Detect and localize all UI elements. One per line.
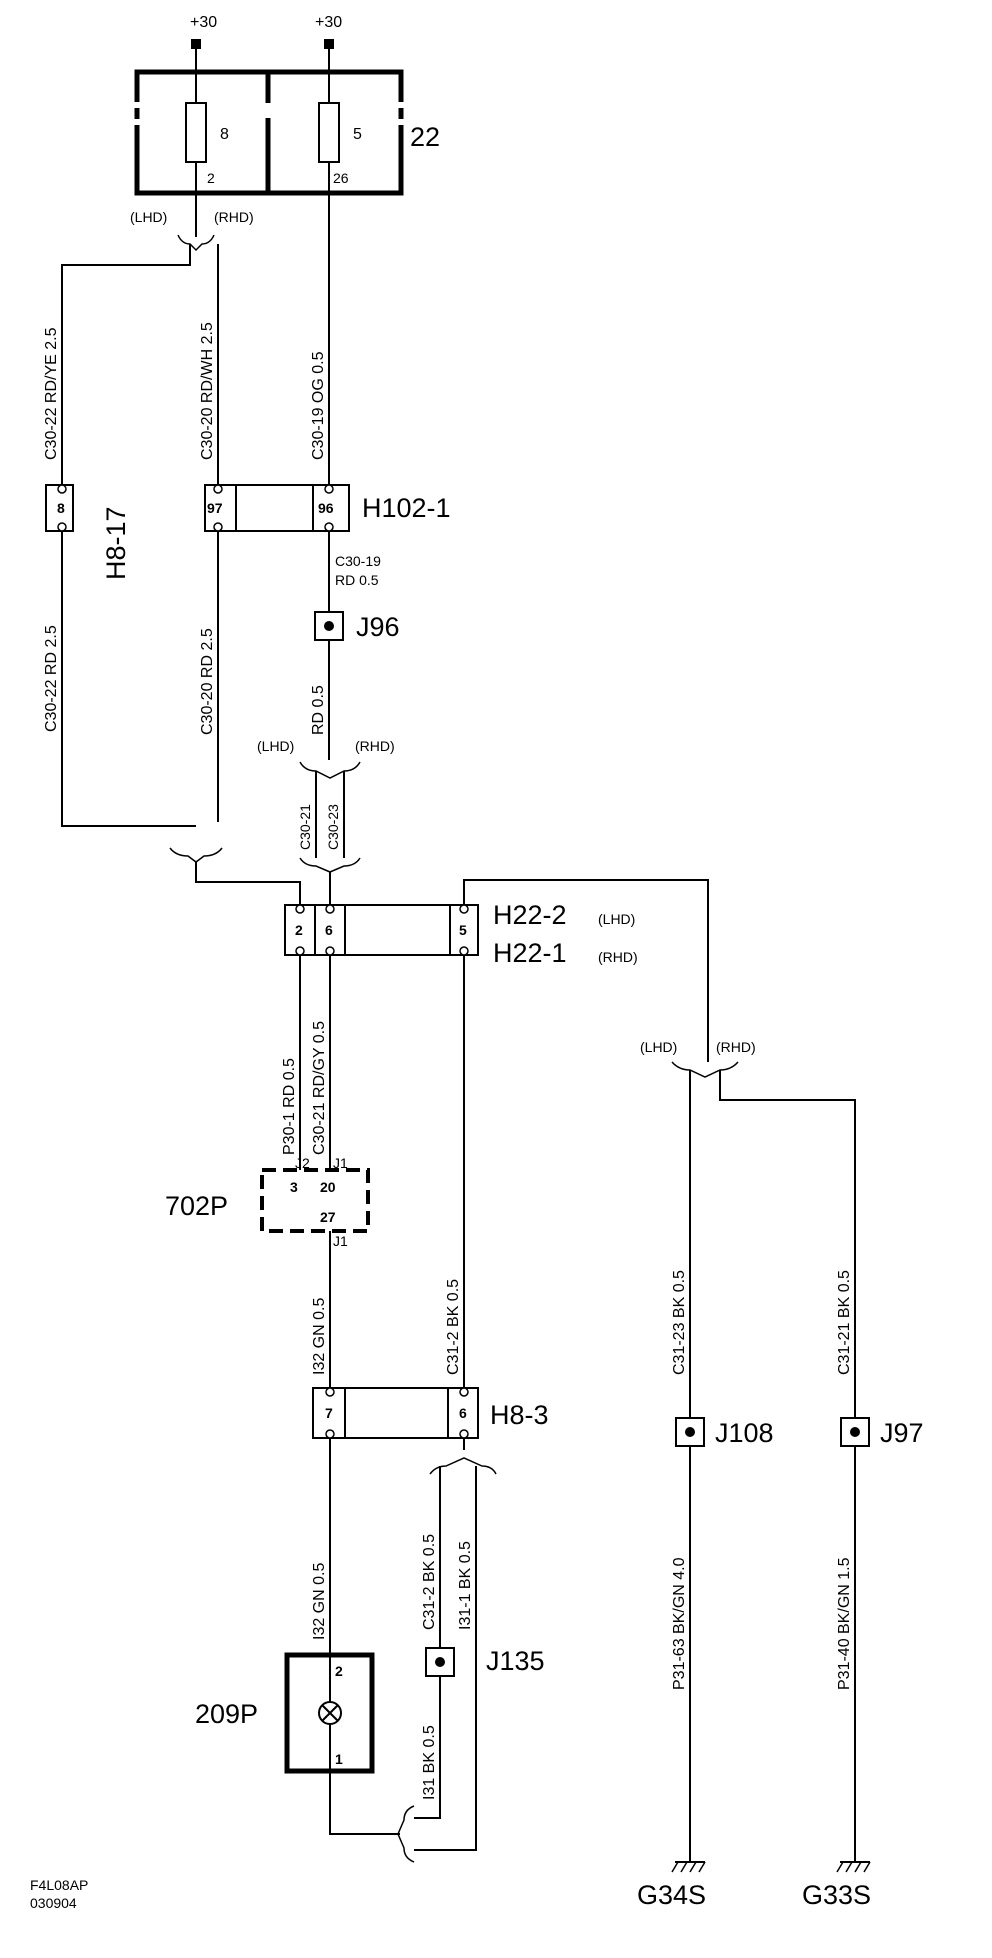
component-702p-id: 702P: [165, 1191, 228, 1221]
component-702p-j1-bottom: J1: [333, 1233, 348, 1249]
wire-i32-top: I32 GN 0.5: [311, 1298, 328, 1375]
variant-rhd-label-top: (RHD): [214, 209, 254, 225]
connector-h8-17-id: H8-17: [101, 506, 131, 580]
junction-brace-j135: [429, 1457, 497, 1475]
wire-c30-20-top: C30-20 RD/WH 2.5: [199, 322, 216, 460]
wire-c31-2-top: C31-2 BK 0.5: [445, 1279, 462, 1375]
wire-c30-22-top: C30-22 RD/YE 2.5: [43, 327, 60, 460]
splice-j97-label: J97: [880, 1418, 924, 1448]
connector-h22-2-tag: (LHD): [598, 911, 635, 927]
power-terminal-right: [324, 39, 334, 49]
wire-rd-05: RD 0.5: [310, 685, 327, 735]
fuse-left-pin: 2: [207, 170, 215, 186]
component-702p-pin-3: 3: [290, 1179, 298, 1195]
variant-rhd-label-right: (RHD): [716, 1039, 756, 1055]
wire-p31-63: P31-63 BK/GN 4.0: [671, 1557, 688, 1690]
connector-h22-1-tag: (RHD): [598, 949, 638, 965]
connector-h22-pin-6: 6: [325, 922, 333, 938]
wire-c30-20-bot: C30-20 RD 2.5: [199, 628, 216, 735]
connector-h22: [284, 904, 479, 956]
variant-brace-top: [177, 234, 215, 252]
wire-c31-2-bot: C31-2 BK 0.5: [421, 1534, 438, 1630]
splice-j108-label: J108: [715, 1418, 774, 1448]
footer-date: 030904: [30, 1895, 77, 1911]
wire-i31-1: I31-1 BK 0.5: [457, 1541, 474, 1630]
fusebox-id: 22: [410, 122, 440, 152]
power-label-right: +30: [315, 14, 342, 31]
power-terminal-left: [191, 39, 201, 49]
component-702p-pin-27: 27: [320, 1209, 336, 1225]
wire-c30-19-mid-a: C30-19: [335, 553, 381, 569]
wire-c30-19-top: C30-19 OG 0.5: [310, 351, 327, 460]
ground-g34s-label: G34S: [637, 1880, 706, 1910]
component-209p-pin-2: 2: [335, 1663, 343, 1679]
wire-c31-23: C31-23 BK 0.5: [671, 1270, 688, 1375]
splice-j96-label: J96: [356, 612, 400, 642]
connector-h102-1-pin-97: 97: [207, 500, 223, 516]
wire-i31: I31 BK 0.5: [421, 1725, 438, 1800]
footer-code: F4L08AP: [30, 1877, 88, 1893]
connector-h102-1-pin-96: 96: [318, 500, 334, 516]
wire-c30-23-mid: C30-23: [325, 804, 341, 850]
wire-c31-21: C31-21 BK 0.5: [836, 1270, 853, 1375]
fuse-5-symbol: [318, 102, 340, 163]
fuse-8-symbol: [185, 102, 207, 163]
wire-c30-19-mid-b: RD 0.5: [335, 572, 379, 588]
variant-lhd-label-mid: (LHD): [257, 738, 294, 754]
connector-h22-1-id: H22-1: [493, 938, 567, 968]
connector-h22-pin-2: 2: [295, 922, 303, 938]
variant-lhd-label-top: (LHD): [130, 209, 167, 225]
component-702p-j1: J1: [333, 1155, 348, 1171]
connector-h8-3-pin-7: 7: [325, 1405, 333, 1421]
wire-p30-1: P30-1 RD 0.5: [281, 1058, 298, 1155]
fuse-right-pin: 26: [333, 170, 349, 186]
connector-h102-1-id: H102-1: [362, 493, 451, 523]
wire-p31-40: P31-40 BK/GN 1.5: [836, 1557, 853, 1690]
fuse-left-number: 8: [220, 126, 229, 143]
variant-brace-right: [671, 1061, 739, 1078]
component-209p-id: 209P: [195, 1699, 258, 1729]
ground-g33s-label: G33S: [802, 1880, 871, 1910]
variant-brace-mid: [299, 761, 361, 779]
connector-h8-3: [312, 1387, 479, 1439]
ground-icon-g34s: [671, 1861, 706, 1873]
connector-h22-pin-5: 5: [459, 922, 467, 938]
fuse-box-22: [134, 69, 404, 196]
fuse-right-number: 5: [353, 126, 362, 143]
power-label-left: +30: [190, 14, 217, 31]
wire-c30-21-rdgy: C30-21 RD/GY 0.5: [311, 1021, 328, 1155]
variant-lhd-label-right: (LHD): [640, 1039, 677, 1055]
variant-rhd-label-mid: (RHD): [355, 738, 395, 754]
junction-brace-bottom: [397, 1805, 415, 1863]
component-209p-pin-1: 1: [335, 1751, 343, 1767]
connector-h8-3-id: H8-3: [490, 1400, 549, 1430]
ground-icon-g33s: [836, 1861, 871, 1873]
wire-c30-22-bot: C30-22 RD 2.5: [43, 625, 60, 732]
component-702p-pin-20: 20: [320, 1179, 336, 1195]
junction-brace-left: [169, 847, 223, 863]
wire-i32-bot: I32 GN 0.5: [311, 1563, 328, 1640]
wire-c30-21-mid: C30-21: [297, 804, 313, 850]
connector-h22-2-id: H22-2: [493, 900, 567, 930]
connector-h8-17-pin: 8: [57, 500, 65, 516]
connector-h102-1: [204, 484, 350, 532]
splice-j135-label: J135: [486, 1646, 545, 1676]
component-702p-j2: J2: [295, 1155, 310, 1171]
component-702p: [260, 1168, 370, 1233]
connector-h8-3-pin-6: 6: [459, 1405, 467, 1421]
